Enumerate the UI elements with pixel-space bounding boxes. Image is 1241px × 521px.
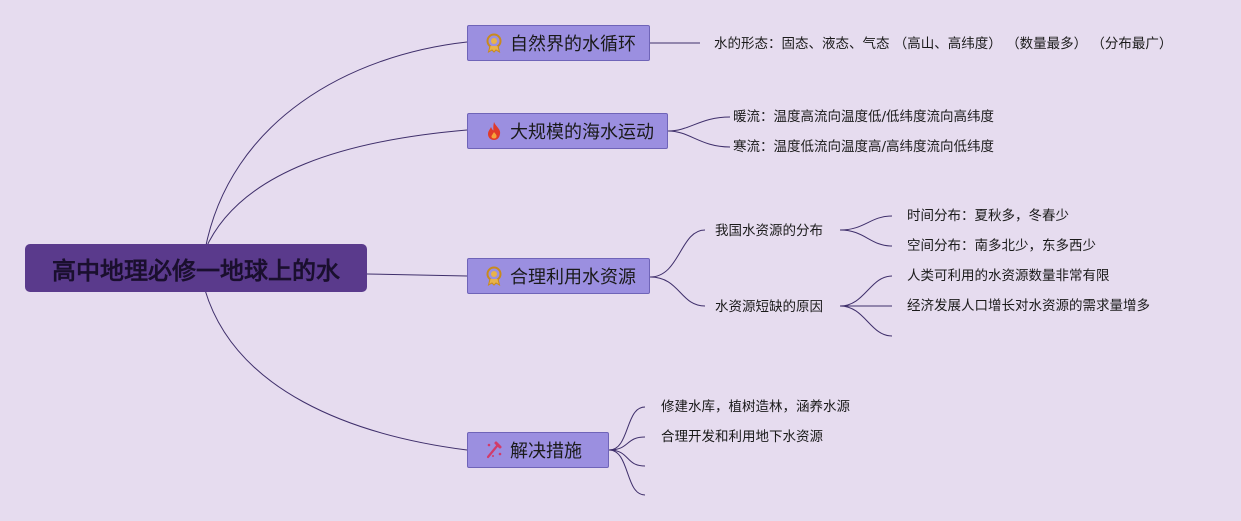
subtopic-distribution: 我国水资源的分布 [715,223,823,239]
branch-water-cycle[interactable]: 自然界的水循环 [467,25,650,61]
root-topic[interactable]: 高中地理必修一地球上的水 [25,244,367,292]
connector-sub2-leaf-3 [839,305,893,337]
leaf-space-distribution: 空间分布：南多北少，东多西少 [907,238,1096,254]
medal-icon [484,266,504,286]
leaf-groundwater: 合理开发和利用地下水资源 [661,429,823,445]
branch-label: 大规模的海水运动 [510,122,654,143]
connector-root-branch-3 [366,273,468,277]
connector-sub2-leaf-1 [839,275,893,307]
branch-solutions[interactable]: 解决措施 [467,432,609,468]
leaf-demand-increase: 经济发展人口增长对水资源的需求量增多 [907,298,1150,314]
connector-root-branch-2 [204,129,468,251]
tools-icon [484,440,504,460]
connector-sub1-leaf-2 [839,229,893,247]
leaf-warm-current: 暖流：温度高流向温度低/低纬度流向高纬度 [733,109,995,125]
connector-b2-leaf-2 [667,130,731,148]
connector-b2-leaf-1 [667,116,731,132]
connector-b4-leaf-4 [608,449,646,496]
subtopic-shortage-causes: 水资源短缺的原因 [715,299,823,315]
connector-root-branch-4 [204,289,468,451]
root-topic-label: 高中地理必修一地球上的水 [52,256,340,285]
branch-label: 自然界的水循环 [510,34,636,55]
leaf-cold-current: 寒流：温度低流向温度高/高纬度流向低纬度 [733,139,995,155]
leaf-water-forms: 水的形态：固态、液态、气态 （高山、高纬度） （数量最多） （分布最广） [714,36,1173,52]
fire-icon [484,121,504,141]
branch-label: 合理利用水资源 [510,267,636,288]
connector-root-branch-1 [204,41,468,251]
branch-label: 解决措施 [510,441,582,462]
leaf-limited-water: 人类可利用的水资源数量非常有限 [907,268,1110,284]
connector-b3-sub-1 [649,229,706,278]
connector-b4-leaf-3 [608,449,646,467]
connector-b4-leaf-1 [608,406,646,451]
medal-icon [484,33,504,53]
leaf-build-reservoirs: 修建水库，植树造林，涵养水源 [661,399,850,415]
branch-ocean-currents[interactable]: 大规模的海水运动 [467,113,668,149]
branch-water-resources[interactable]: 合理利用水资源 [467,258,650,294]
connector-b4-leaf-2 [608,436,646,451]
leaf-time-distribution: 时间分布：夏秋多，冬春少 [907,208,1069,224]
connector-b3-sub-2 [649,276,706,307]
connector-sub1-leaf-1 [839,215,893,231]
